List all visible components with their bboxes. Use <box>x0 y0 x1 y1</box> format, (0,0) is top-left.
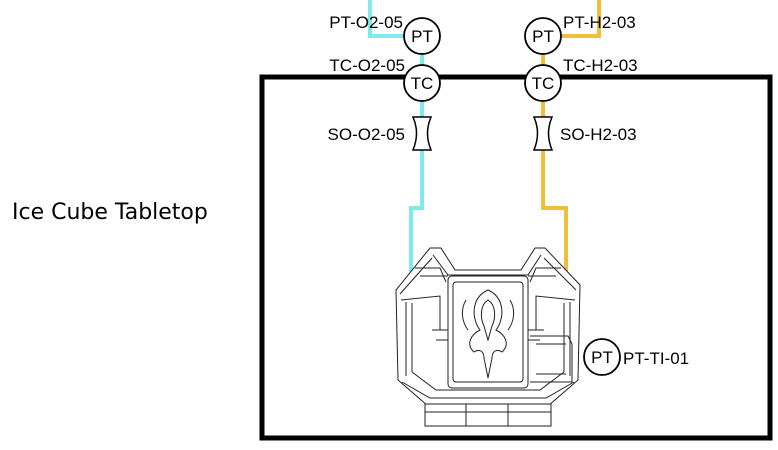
o2-line <box>368 0 404 38</box>
tc-o2-instrument: TC <box>403 64 441 102</box>
pt-o2-tag: PT-O2-05 <box>329 13 403 32</box>
pt-h2-tag: PT-H2-03 <box>563 13 636 32</box>
tc-h2-tag: TC-H2-03 <box>563 56 638 75</box>
h2-line-to-cube <box>541 150 568 272</box>
tabletop-frame <box>259 74 773 441</box>
pt-ti-instrument: PT <box>583 338 621 376</box>
pt-ti-tag: PT-TI-01 <box>623 349 689 368</box>
svg-text:PT: PT <box>532 27 554 46</box>
pt-h2-instrument: PT <box>524 17 562 55</box>
svg-text:TC: TC <box>411 74 434 93</box>
svg-text:PT: PT <box>591 348 613 367</box>
so-o2-orifice-icon <box>411 116 433 151</box>
tc-o2-tag: TC-O2-05 <box>329 56 405 75</box>
svg-text:TC: TC <box>532 74 555 93</box>
so-h2-tag: SO-H2-03 <box>560 125 637 144</box>
diagram-title: Ice Cube Tabletop <box>12 200 208 225</box>
h2-line <box>560 0 601 38</box>
so-h2-orifice-icon <box>532 116 554 151</box>
tc-h2-instrument: TC <box>524 64 562 102</box>
o2-line-to-cube <box>409 150 424 272</box>
pt-o2-instrument: PT <box>403 17 441 55</box>
so-o2-tag: SO-O2-05 <box>328 125 405 144</box>
svg-text:PT: PT <box>411 27 433 46</box>
ice-cube-engine-drawing <box>395 247 581 427</box>
